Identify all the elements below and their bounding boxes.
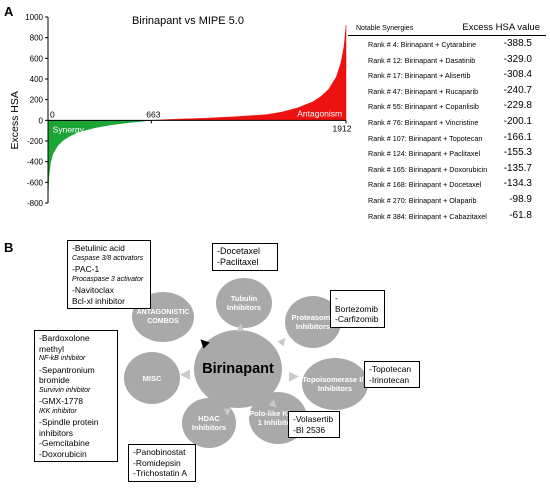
synergy-row-label: Rank # 4: Birinapant + Cytarabine [368,40,477,49]
y-tick-label: -600 [27,178,44,187]
y-tick-label: 200 [30,96,44,105]
node-misc: MISC [124,352,180,404]
synergy-row-label: Rank # 270: Birinapant + Olaparib [368,195,477,205]
synergy-row-label: Rank # 17: Birinapant + Alisertib [368,71,471,81]
y-tick-label: 400 [30,75,44,84]
chart-title: Birinapant vs MIPE 5.0 [132,15,244,27]
synergy-row-value: -61.8 [509,209,532,221]
y-axis-label: Excess HSA [9,91,21,149]
synergy-row: Rank # 47: Birinapant + Rucaparib -240.7 [348,83,546,99]
panel-b-label: B [4,240,14,255]
y-tick-label: 1000 [25,13,43,22]
arrow-left-icon: ◀ [180,366,190,381]
arrow-up-icon: ▲ [234,319,247,334]
synergy-row-label: Rank # 107: Birinapant + Topotecan [368,133,483,143]
y-tick-label: -200 [27,137,44,146]
antagonism-region-label: Antagonism [297,108,342,118]
synergy-row-label: Rank # 168: Birinapant + Docetaxel [368,180,482,190]
synergy-row: Rank # 4: Birinapant + Cytarabine -388.5 [348,36,546,52]
panel-a-label: A [4,4,14,19]
node-hdac: HDAC Inhibitors [182,398,236,448]
synergy-row-value: -329.0 [503,53,532,65]
synergy-row: Rank # 76: Birinapant + Vincristine -200.… [348,114,546,130]
synergy-table-header: Notable Synergies Excess HSA value [348,20,546,36]
box-antagonistic: -Betulinic acid Caspase 3/8 activators -… [67,240,151,309]
synergy-header-label: Notable Synergies [356,25,414,32]
y-tick-label: 800 [30,34,44,43]
synergy-row-label: Rank # 76: Birinapant + Vincristine [368,117,479,127]
synergy-row: Rank # 270: Birinapant + Olaparib -98.9 [348,192,546,208]
synergy-row-value: -200.1 [503,115,532,127]
synergy-row-value: -308.4 [503,69,532,81]
synergy-row-value: -388.5 [503,38,532,49]
box-tubulin: -Docetaxel -Paclitaxel [212,243,278,271]
box-proteasome: -Bortezomib -Carfizomib [330,290,385,328]
synergy-row-value: -240.7 [503,84,532,96]
synergy-row: Rank # 107: Birinapant + Topotecan -166.1 [348,130,546,146]
arrow-right-icon: ▶ [289,368,299,383]
antagonism-area [150,25,347,121]
box-hdac: -Panobinostat -Romidepsin -Trichostatin … [128,444,196,482]
synergy-row-label: Rank # 384: Birinapant + Cabazitaxel [368,211,487,221]
synergy-region-label: Synergy [53,124,85,134]
synergy-row-value: -155.3 [503,147,532,159]
synergy-row-value: -229.8 [503,100,532,112]
y-tick-label: -400 [27,158,44,167]
synergy-row: Rank # 12: Birinapant + Dasatinib -329.0 [348,52,546,68]
x-marker-label: 663 [146,109,160,119]
synergy-row: Rank # 124: Birinapant + Paclitaxel -155.… [348,145,546,161]
synergy-row-label: Rank # 47: Birinapant + Rucaparib [368,86,479,96]
synergy-row-label: Rank # 124: Birinapant + Paclitaxel [368,149,481,159]
synergy-row-label: Rank # 55: Birinapant + Copanlisib [368,102,479,112]
box-polo: -Volasertib -BI 2536 [288,411,340,438]
y-tick-label: 600 [30,54,44,63]
synergy-row: Rank # 384: Birinapant + Cabazitaxel -61.… [348,208,546,224]
node-topo: Topoisomerase I/II Inhibitors [302,358,368,410]
synergy-header-value: Excess HSA value [462,22,540,33]
synergy-row: Rank # 17: Birinapant + Alisertib -308.4 [348,67,546,83]
synergy-row-value: -98.9 [509,193,532,205]
center-node: Birinapant [194,330,282,408]
synergy-table: Notable Synergies Excess HSA value Rank … [348,20,546,223]
synergy-row: Rank # 55: Birinapant + Copanlisib -229.8 [348,98,546,114]
synergy-area [47,120,153,201]
node-tubulin: Tubulin Inhibitors [216,278,272,328]
synergy-row-value: -135.7 [503,162,532,174]
synergy-row: Rank # 165: Birinapant + Doxorubicin -135… [348,161,546,177]
y-tick-label: 0 [39,116,44,125]
excess-hsa-chart: -800 -600 -400 -200 0 200 400 600 800 1000 0 663 191… [9,13,352,208]
synergy-row-label: Rank # 165: Birinapant + Doxorubicin [368,164,488,174]
box-misc: -Bardoxolone methyl NF-kB inhibitor -Sep… [34,330,118,462]
y-tick-label: -800 [27,199,44,208]
synergy-row-label: Rank # 12: Birinapant + Dasatinib [368,55,476,65]
synergy-row-value: -166.1 [503,131,532,143]
box-topo: -Topotecan -Irinotecan [364,361,420,388]
arrow-down-icon: ▼ [221,404,234,419]
synergy-row-value: -134.3 [503,178,532,190]
synergy-row: Rank # 168: Birinapant + Docetaxel -134.3 [348,176,546,192]
x-marker-label: 1912 [333,123,352,133]
x-marker-label: 0 [50,109,55,119]
